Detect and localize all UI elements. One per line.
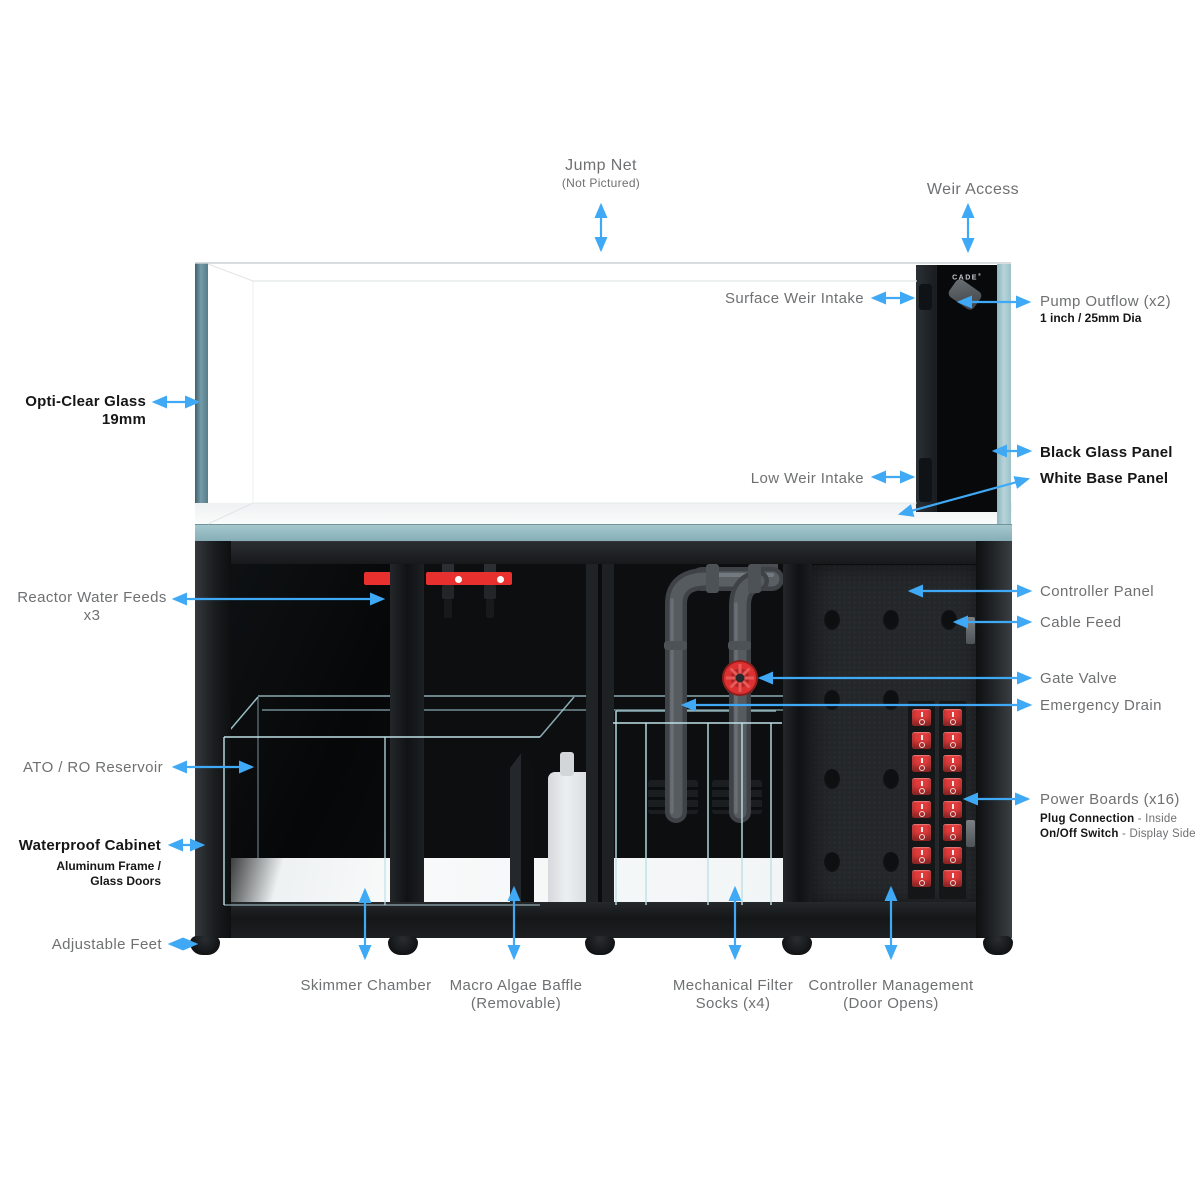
power-switch bbox=[912, 801, 931, 818]
power-switch bbox=[943, 709, 962, 726]
cable-hole bbox=[941, 610, 957, 630]
valve-outlet bbox=[444, 599, 452, 618]
label-controller-management: Controller Management (Door Opens) bbox=[808, 977, 974, 1012]
power-switch bbox=[943, 801, 962, 818]
power-switch bbox=[943, 870, 962, 887]
cable-hole bbox=[824, 690, 840, 710]
label-white-base-panel: White Base Panel bbox=[1040, 470, 1169, 487]
adjustable-foot bbox=[585, 936, 615, 955]
weir-right-glass-edge bbox=[997, 264, 1011, 524]
weir-left-face bbox=[916, 265, 936, 512]
power-switch bbox=[912, 755, 931, 772]
label-ato-ro-reservoir: ATO / RO Reservoir bbox=[22, 759, 163, 776]
brand-logo: CADE® bbox=[952, 272, 981, 282]
power-switch bbox=[943, 732, 962, 749]
cable-hole bbox=[824, 769, 840, 789]
label-waterproof-cabinet: Waterproof Cabinet Aluminum Frame / Glas… bbox=[18, 837, 161, 888]
label-gate-valve: Gate Valve bbox=[1040, 670, 1118, 687]
power-switch-column-left bbox=[908, 701, 935, 899]
cable-hole bbox=[883, 852, 899, 872]
label-opti-clear-glass: Opti-Clear Glass 19mm bbox=[25, 393, 146, 428]
valve-handle-dot bbox=[454, 575, 462, 583]
power-switch bbox=[912, 709, 931, 726]
label-surface-weir-intake: Surface Weir Intake bbox=[724, 290, 864, 307]
label-power-boards: Power Boards (x16) Plug Connection - Ins… bbox=[1040, 791, 1196, 840]
label-macro-algae-baffle: Macro Algae Baffle (Removable) bbox=[449, 977, 583, 1012]
label-emergency-drain: Emergency Drain bbox=[1040, 697, 1162, 714]
frame-pillar bbox=[586, 563, 614, 905]
tank-bottom-glass-edge bbox=[195, 524, 1012, 542]
door-hinge bbox=[966, 617, 975, 644]
cabinet-bottom-rail bbox=[195, 902, 1012, 938]
valve-handle-dot bbox=[496, 575, 504, 583]
reactor-valve bbox=[426, 560, 470, 618]
adjustable-foot bbox=[190, 936, 220, 955]
label-reactor-water-feeds: Reactor Water Feeds x3 bbox=[17, 589, 167, 624]
cabinet-left-frame bbox=[195, 541, 231, 938]
power-switch bbox=[912, 778, 931, 795]
surface-weir-intake-slot bbox=[919, 284, 932, 310]
door-hinge bbox=[966, 820, 975, 847]
valve-handle bbox=[468, 572, 512, 585]
power-switch bbox=[943, 824, 962, 841]
filter-sock bbox=[648, 780, 698, 814]
label-skimmer-chamber: Skimmer Chamber bbox=[300, 977, 432, 994]
floor-shadow bbox=[226, 858, 286, 905]
filter-sock bbox=[712, 780, 762, 814]
frame-pillar bbox=[390, 563, 424, 905]
power-switch bbox=[912, 847, 931, 864]
valve-body bbox=[484, 585, 496, 599]
label-adjustable-feet: Adjustable Feet bbox=[51, 936, 162, 953]
label-low-weir-intake: Low Weir Intake bbox=[750, 470, 864, 487]
registered-mark-icon: ® bbox=[977, 272, 981, 277]
label-controller-panel: Controller Panel bbox=[1040, 583, 1154, 600]
power-switch bbox=[912, 870, 931, 887]
label-black-glass-panel: Black Glass Panel bbox=[1040, 444, 1173, 461]
power-switch bbox=[943, 755, 962, 772]
cable-hole bbox=[883, 690, 899, 710]
power-switch bbox=[912, 824, 931, 841]
valve-outlet bbox=[486, 599, 494, 618]
cabinet-right-frame bbox=[976, 541, 1012, 938]
cable-hole bbox=[824, 852, 840, 872]
reactor-valve bbox=[468, 560, 512, 618]
cable-hole bbox=[883, 769, 899, 789]
adjustable-foot bbox=[388, 936, 418, 955]
sump-floor bbox=[226, 858, 783, 905]
label-weir-access: Weir Access bbox=[926, 181, 1020, 198]
cable-hole bbox=[824, 610, 840, 630]
adjustable-foot bbox=[983, 936, 1013, 955]
tank-left-glass-edge bbox=[195, 263, 208, 525]
label-mechanical-filter-socks: Mechanical Filter Socks (x4) bbox=[672, 977, 794, 1012]
label-cable-feed: Cable Feed bbox=[1040, 614, 1122, 631]
valve-handle bbox=[426, 572, 470, 585]
adjustable-foot bbox=[782, 936, 812, 955]
valve-body bbox=[442, 585, 454, 599]
low-weir-intake-slot bbox=[919, 458, 932, 502]
label-pump-outflow: Pump Outflow (x2) 1 inch / 25mm Dia bbox=[1040, 293, 1172, 325]
label-jump-net: Jump Net (Not Pictured) bbox=[561, 157, 641, 190]
white-base-panel bbox=[195, 503, 1012, 524]
cabinet-top-rail bbox=[195, 541, 1012, 564]
power-switch bbox=[943, 778, 962, 795]
skimmer-neck bbox=[560, 752, 574, 776]
power-switch bbox=[943, 847, 962, 864]
frame-pillar bbox=[783, 563, 812, 905]
power-switch bbox=[912, 732, 931, 749]
cable-hole bbox=[883, 610, 899, 630]
macro-algae-baffle bbox=[510, 752, 534, 905]
power-switch-column-right bbox=[939, 701, 966, 899]
